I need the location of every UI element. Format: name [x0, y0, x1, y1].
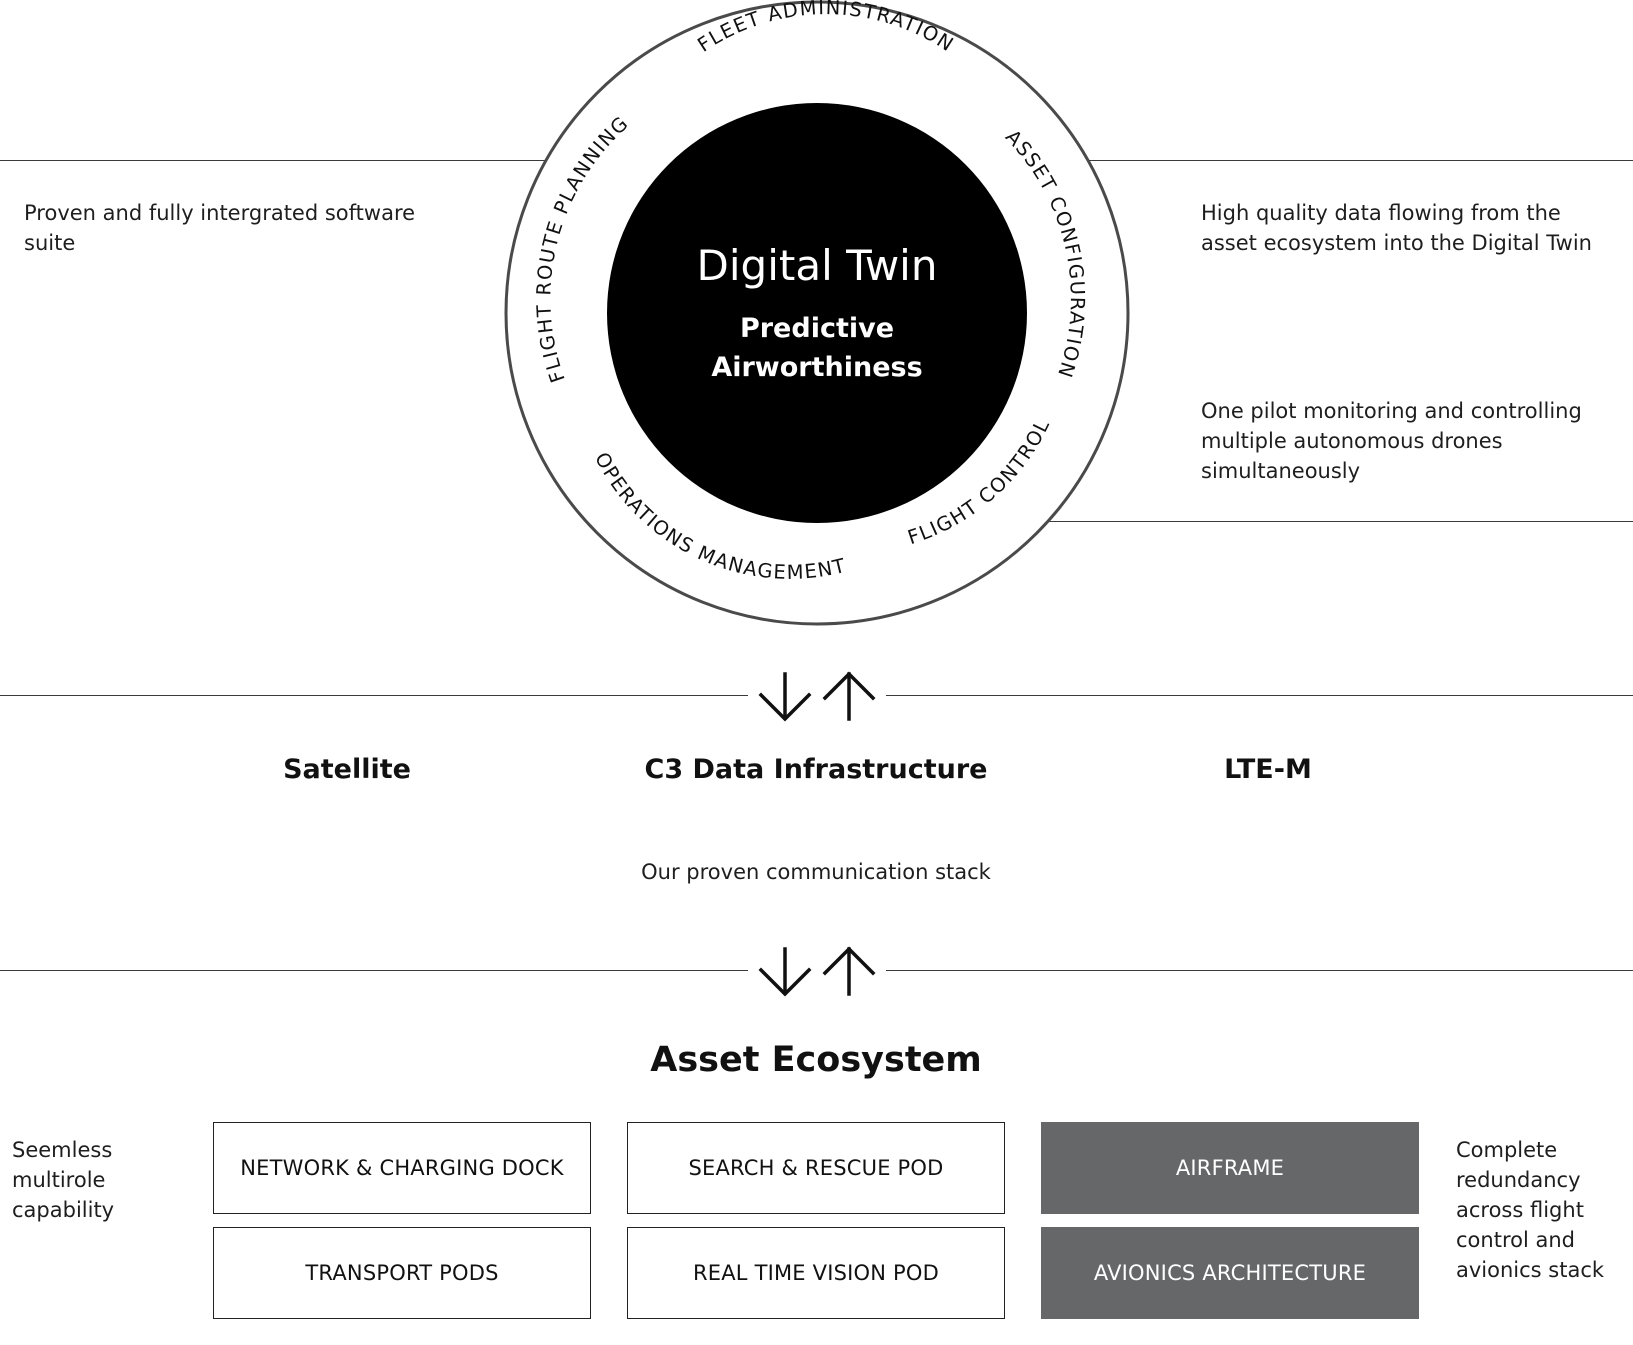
box-transport-pods: TRANSPORT PODS [213, 1227, 591, 1319]
ecosystem-title: Asset Ecosystem [650, 1040, 982, 1080]
arrow-down-icon [758, 672, 812, 722]
box-airframe: AIRFRAME [1041, 1122, 1419, 1214]
hub-subtitle-line1: Predictive [740, 313, 894, 344]
box-avionics-architecture: AVIONICS ARCHITECTURE [1041, 1227, 1419, 1319]
arrow-down-icon [758, 947, 812, 997]
comms-caption: Our proven communication stack [641, 860, 991, 884]
comms-lte-m: LTE-M [1224, 754, 1312, 785]
note-software-suite: Proven and fully intergrated software su… [24, 201, 416, 255]
divider-arrows2-right [886, 970, 1633, 971]
note-multirole: Seemless multirole capability [12, 1138, 115, 1222]
divider-arrows1-left [0, 695, 748, 696]
comms-c3-infrastructure: C3 Data Infrastructure [644, 754, 988, 785]
note-data-flow: High quality data flowing from the asset… [1201, 201, 1592, 255]
divider-arrows2-left [0, 970, 748, 971]
note-redundancy: Complete redundancy across flight contro… [1456, 1138, 1605, 1282]
arrow-pair-top [758, 671, 876, 722]
hub-title: Digital Twin [697, 241, 938, 290]
arrow-up-icon [822, 946, 876, 996]
box-search-rescue-pod: SEARCH & RESCUE POD [627, 1122, 1005, 1214]
box-real-time-vision-pod: REAL TIME VISION POD [627, 1227, 1005, 1319]
arrow-pair-bottom [758, 946, 876, 997]
divider-mid-right [1045, 521, 1633, 522]
divider-top-left [0, 160, 548, 161]
hub-core [607, 103, 1027, 523]
box-network-charging-dock: NETWORK & CHARGING DOCK [213, 1122, 591, 1214]
comms-satellite: Satellite [283, 754, 411, 785]
divider-arrows1-right [886, 695, 1633, 696]
digital-twin-hub: FLEET ADMINISTRATION ASSET CONFIGURATION… [504, 0, 1130, 626]
divider-top-right [1085, 160, 1633, 161]
arrow-up-icon [822, 671, 876, 721]
hub-subtitle-line2: Airworthiness [711, 352, 922, 383]
note-pilot-monitoring: One pilot monitoring and controlling mul… [1201, 399, 1582, 483]
